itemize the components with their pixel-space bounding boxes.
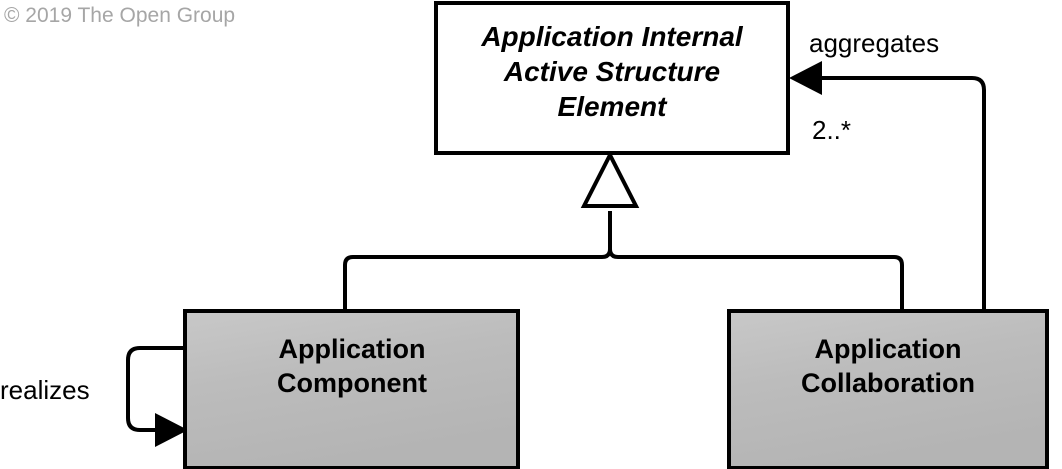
node-label-line-2: Collaboration <box>801 368 975 398</box>
realizes-edge-line <box>126 346 186 432</box>
realizes-edge <box>126 346 188 447</box>
node-label-line-2: Component <box>277 368 427 398</box>
generalization-branch-right <box>608 211 904 311</box>
aggregates-edge-line <box>812 76 986 311</box>
node-label-line-2: Active Structure <box>503 56 720 87</box>
aggregates-edge <box>789 61 986 311</box>
node-box-application-collaboration[interactable] <box>727 309 1049 469</box>
aggregates-arrowhead-icon <box>789 61 822 95</box>
node-label-line-1: Application Internal <box>480 21 744 52</box>
generalization-edge <box>343 150 904 311</box>
copyright-text: © 2019 The Open Group <box>4 4 235 27</box>
node-application-collaboration[interactable]: Application Collaboration <box>727 309 1049 469</box>
generalization-triangle-icon <box>580 150 640 208</box>
edge-label-realizes: realizes <box>0 375 90 405</box>
realizes-arrowhead-icon <box>155 413 188 447</box>
node-label-line-1: Application <box>815 334 962 364</box>
node-label-line-3: Element <box>558 91 669 122</box>
generalization-branch-left <box>343 211 612 311</box>
node-label-line-1: Application <box>279 334 426 364</box>
edge-label-aggregates: aggregates <box>809 28 939 58</box>
node-application-component[interactable]: Application Component <box>183 309 520 469</box>
edge-label-multiplicity: 2..* <box>812 115 851 145</box>
node-box-abstract[interactable] <box>434 1 790 155</box>
node-application-internal-active-structure-element[interactable]: Application Internal Active Structure El… <box>434 1 790 155</box>
node-box-application-component[interactable] <box>183 309 520 469</box>
